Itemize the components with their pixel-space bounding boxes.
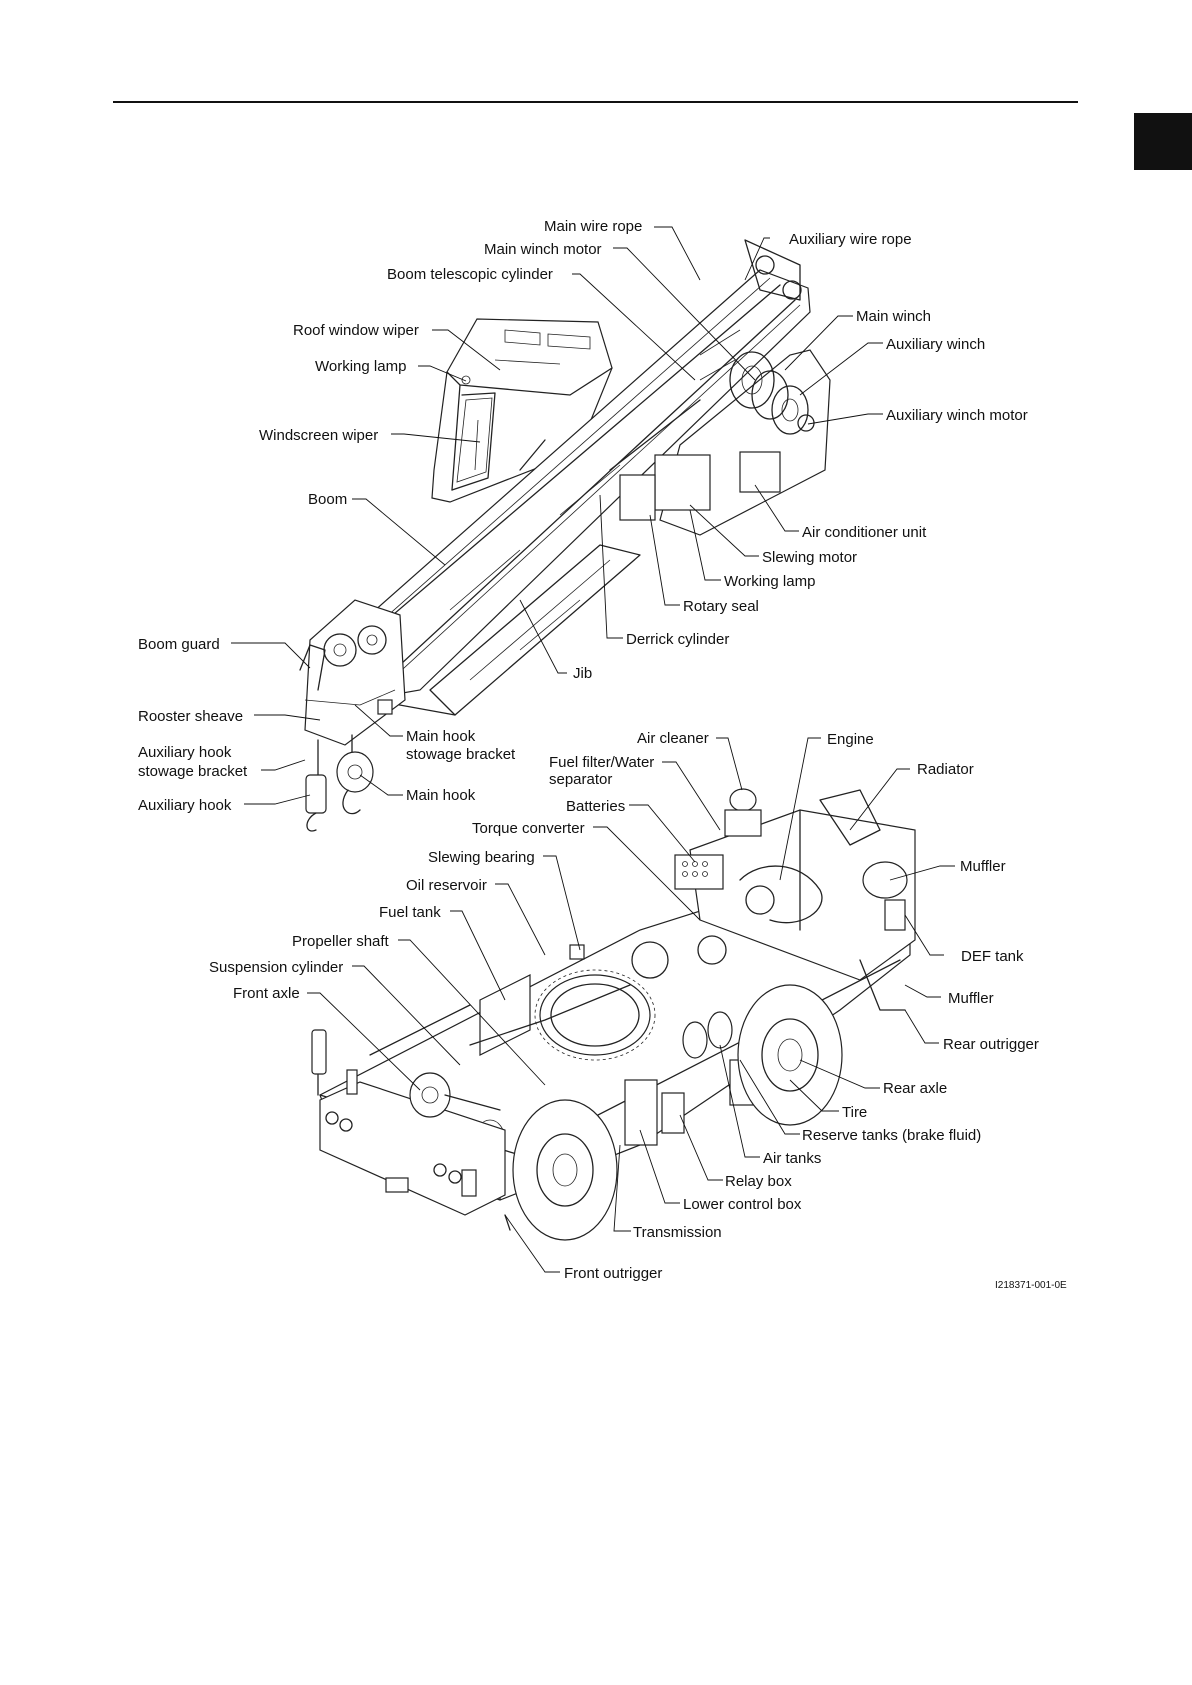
rear-wheel <box>737 984 843 1126</box>
front-axle-assembly <box>409 984 631 1118</box>
label-roof-window-wiper: Roof window wiper <box>293 322 419 339</box>
label-boom-telescopic-cylinder: Boom telescopic cylinder <box>387 266 553 283</box>
label-auxiliary-hook-stowage-bracket-2: stowage bracket <box>138 763 248 780</box>
upper-structure-drawing <box>299 239 831 832</box>
label-def-tank: DEF tank <box>961 948 1024 965</box>
label-radiator: Radiator <box>917 761 974 778</box>
winch-assembly <box>609 239 831 536</box>
label-transmission: Transmission <box>633 1224 722 1241</box>
label-suspension-cylinder: Suspension cylinder <box>209 959 343 976</box>
label-boom: Boom <box>308 491 347 508</box>
carrier-drawing <box>311 788 916 1241</box>
section-tab-marker <box>1134 113 1192 170</box>
label-rear-axle: Rear axle <box>883 1080 947 1097</box>
label-engine: Engine <box>827 731 874 748</box>
label-main-hook-stowage-bracket-1: Main hook <box>406 728 476 745</box>
label-boom-guard: Boom guard <box>138 636 220 653</box>
label-rear-outrigger: Rear outrigger <box>943 1036 1039 1053</box>
label-slewing-bearing: Slewing bearing <box>428 849 535 866</box>
label-front-axle: Front axle <box>233 985 300 1002</box>
figure-id: I218371-001-0E <box>995 1280 1067 1291</box>
slewing-ring <box>534 944 656 1061</box>
label-tire: Tire <box>842 1104 867 1121</box>
label-front-outrigger: Front outrigger <box>564 1265 662 1282</box>
front-bumper <box>311 1029 511 1231</box>
label-lower-control-box: Lower control box <box>683 1196 802 1213</box>
label-main-hook-stowage-bracket-2: stowage bracket <box>406 746 516 763</box>
label-rooster-sheave: Rooster sheave <box>138 708 243 725</box>
label-fuel-tank: Fuel tank <box>379 904 441 921</box>
label-muffler-lower: Muffler <box>948 990 994 1007</box>
label-auxiliary-hook: Auxiliary hook <box>138 797 232 814</box>
label-batteries: Batteries <box>566 798 625 815</box>
label-main-wire-rope: Main wire rope <box>544 218 642 235</box>
label-air-conditioner-unit: Air conditioner unit <box>802 524 927 541</box>
label-fuel-filter-1: Fuel filter/Water <box>549 754 654 771</box>
component-labels: Main wire rope Auxiliary wire rope Main … <box>138 218 1067 1291</box>
leader-lines <box>231 226 955 1273</box>
engine-compartment <box>631 788 916 1011</box>
label-derrick-cylinder: Derrick cylinder <box>626 631 729 648</box>
header-rule <box>113 101 1078 103</box>
label-working-lamp-cab: Working lamp <box>315 358 406 375</box>
label-torque-converter: Torque converter <box>472 820 585 837</box>
label-air-tanks: Air tanks <box>763 1150 821 1167</box>
label-auxiliary-winch-motor: Auxiliary winch motor <box>886 407 1028 424</box>
label-reserve-tanks: Reserve tanks (brake fluid) <box>802 1127 981 1144</box>
label-oil-reservoir: Oil reservoir <box>406 877 487 894</box>
label-rotary-seal: Rotary seal <box>683 598 759 615</box>
label-working-lamp-base: Working lamp <box>724 573 815 590</box>
label-main-winch-motor: Main winch motor <box>484 241 602 258</box>
label-air-cleaner: Air cleaner <box>637 730 709 747</box>
label-slewing-motor: Slewing motor <box>762 549 857 566</box>
label-windscreen-wiper: Windscreen wiper <box>259 427 378 444</box>
boom-head <box>299 599 406 746</box>
label-propeller-shaft: Propeller shaft <box>292 933 390 950</box>
label-main-winch: Main winch <box>856 308 931 325</box>
label-auxiliary-winch: Auxiliary winch <box>886 336 985 353</box>
label-main-hook: Main hook <box>406 787 476 804</box>
label-fuel-filter-2: separator <box>549 771 612 788</box>
label-relay-box: Relay box <box>725 1173 792 1190</box>
fuel-tank-shape <box>479 974 531 1056</box>
label-muffler-upper: Muffler <box>960 858 1006 875</box>
label-auxiliary-wire-rope: Auxiliary wire rope <box>789 231 912 248</box>
label-auxiliary-hook-stowage-bracket-1: Auxiliary hook <box>138 744 232 761</box>
front-wheel <box>512 1099 618 1241</box>
hook-blocks <box>305 734 374 832</box>
label-jib: Jib <box>573 665 592 682</box>
